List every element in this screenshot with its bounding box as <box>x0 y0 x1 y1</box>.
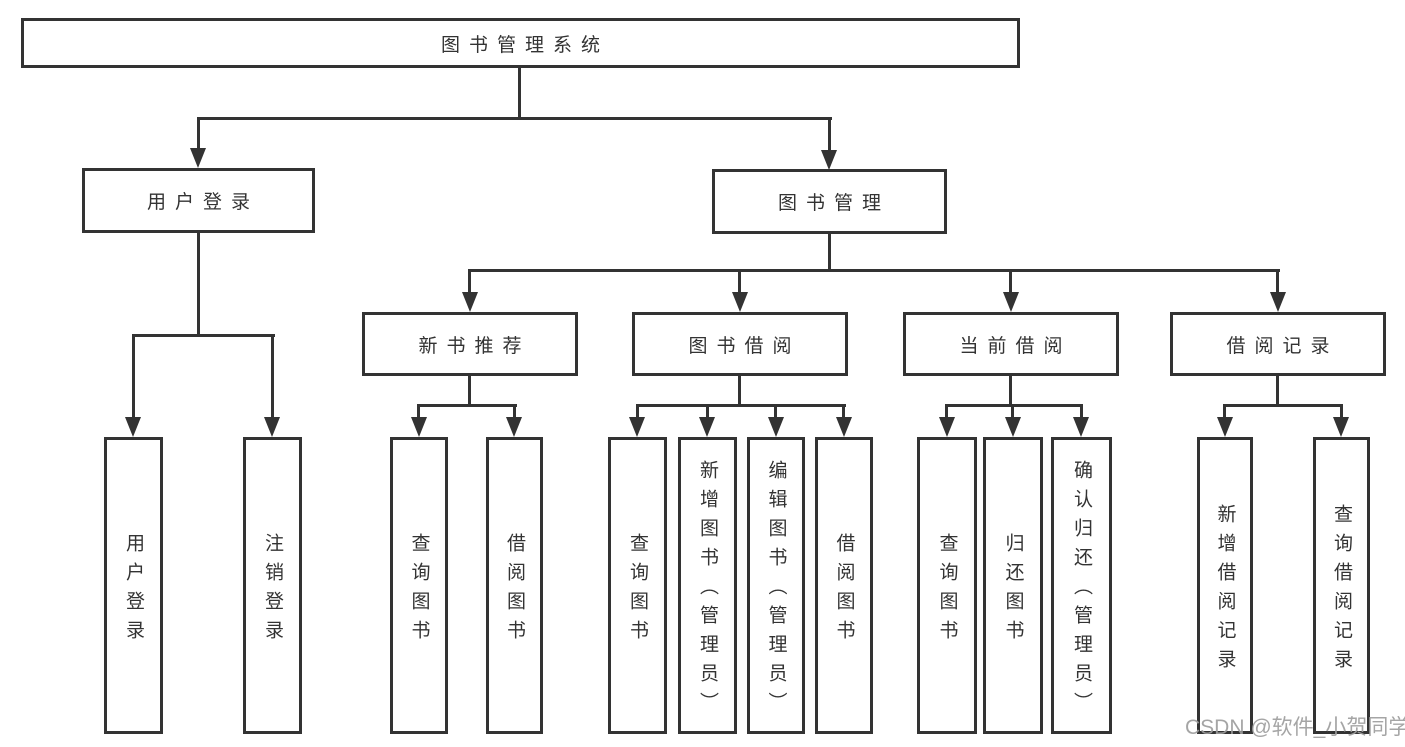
leaf-return-books-label: 归还图书 <box>1002 532 1024 649</box>
arrow-down-icon <box>836 417 852 437</box>
arrow-down-icon <box>1003 292 1019 312</box>
arrow-down-icon <box>939 417 955 437</box>
connector-drop-leaf <box>1011 404 1014 418</box>
leaf-query-books-current: 查询图书 <box>917 437 977 734</box>
leaf-return-books: 归还图书 <box>983 437 1043 734</box>
node-user-login: 用户登录 <box>82 168 315 233</box>
connector-drop-user-login <box>197 117 200 149</box>
connector-drop-leaf <box>513 404 516 418</box>
connector-current-trunk <box>1009 376 1012 406</box>
connector-book-mgmt-bar <box>468 269 1280 272</box>
connector-drop-login-leaf <box>132 334 135 417</box>
connector-drop-leaf <box>636 404 639 418</box>
connector-book-borrow-trunk <box>738 376 741 406</box>
node-book-management: 图书管理 <box>712 169 947 234</box>
node-borrowing-records-label: 借阅记录 <box>1226 335 1339 357</box>
arrow-down-icon <box>125 417 141 437</box>
node-user-login-label: 用户登录 <box>146 192 259 213</box>
connector-book-mgmt-trunk <box>828 233 831 272</box>
leaf-query-books-recommend-label: 查询图书 <box>408 532 430 649</box>
connector-drop-leaf <box>1080 404 1083 418</box>
leaf-logout-label: 注销登录 <box>262 532 283 649</box>
leaf-add-books-admin: 新增图书（管理员） <box>678 437 737 734</box>
connector-drop-book-borrow <box>738 269 741 294</box>
connector-book-borrow-bar <box>636 404 846 407</box>
leaf-confirm-return-admin: 确认归还（管理员） <box>1051 437 1112 734</box>
leaf-confirm-return-admin-label: 确认归还（管理员） <box>1071 460 1092 721</box>
connector-drop-leaf <box>417 404 420 418</box>
leaf-add-borrow-record: 新增借阅记录 <box>1197 437 1253 734</box>
leaf-user-login: 用户登录 <box>104 437 163 734</box>
node-root: 图书管理系统 <box>21 18 1020 68</box>
node-borrowing-records: 借阅记录 <box>1170 312 1386 376</box>
connector-drop-leaf <box>774 404 777 418</box>
connector-drop-leaf <box>945 404 948 418</box>
connector-drop-current-borrow <box>1009 269 1012 294</box>
node-book-borrowing-label: 图书借阅 <box>688 335 801 357</box>
arrow-down-icon <box>462 292 478 312</box>
leaf-add-borrow-record-label: 新增借阅记录 <box>1214 503 1236 678</box>
arrow-down-icon <box>732 292 748 312</box>
node-current-borrowing: 当前借阅 <box>903 312 1119 376</box>
arrow-down-icon <box>506 417 522 437</box>
arrow-down-icon <box>768 417 784 437</box>
connector-new-rec-trunk <box>468 376 471 406</box>
node-book-management-label: 图书管理 <box>777 193 890 214</box>
connector-drop-leaf <box>706 404 709 418</box>
connector-records-trunk <box>1276 376 1279 406</box>
leaf-borrow-books-recommend-label: 借阅图书 <box>504 532 525 649</box>
connector-new-rec-bar <box>417 404 517 407</box>
leaf-logout: 注销登录 <box>243 437 302 734</box>
connector-user-login-trunk <box>197 232 200 337</box>
leaf-query-books-borrowing: 查询图书 <box>608 437 667 734</box>
leaf-query-borrow-record: 查询借阅记录 <box>1313 437 1370 734</box>
arrow-down-icon <box>1217 417 1233 437</box>
leaf-query-borrow-record-label: 查询借阅记录 <box>1331 503 1352 678</box>
leaf-borrow-books-borrowing: 借阅图书 <box>815 437 873 734</box>
connector-root-bar <box>197 117 832 120</box>
node-root-label: 图书管理系统 <box>440 34 609 56</box>
node-current-borrowing-label: 当前借阅 <box>959 335 1072 357</box>
connector-user-login-bar <box>132 334 275 337</box>
connector-drop-leaf <box>1340 404 1343 418</box>
arrow-down-icon <box>821 150 837 170</box>
node-new-book-recommend-label: 新书推荐 <box>418 335 531 357</box>
leaf-edit-books-admin: 编辑图书（管理员） <box>747 437 805 734</box>
arrow-down-icon <box>1005 417 1021 437</box>
arrow-down-icon <box>190 148 206 168</box>
node-book-borrowing: 图书借阅 <box>632 312 848 376</box>
connector-drop-borrow-records <box>1276 269 1279 294</box>
leaf-user-login-label: 用户登录 <box>123 532 144 649</box>
arrow-down-icon <box>699 417 715 437</box>
leaf-edit-books-admin-label: 编辑图书（管理员） <box>765 460 787 721</box>
arrow-down-icon <box>629 417 645 437</box>
connector-records-bar <box>1223 404 1343 407</box>
leaf-query-books-current-label: 查询图书 <box>936 532 958 649</box>
arrow-down-icon <box>411 417 427 437</box>
leaf-query-books-borrowing-label: 查询图书 <box>627 532 648 649</box>
connector-drop-leaf <box>1223 404 1226 418</box>
leaf-borrow-books-borrowing-label: 借阅图书 <box>833 532 855 649</box>
connector-current-bar <box>945 404 1083 407</box>
connector-drop-leaf <box>842 404 845 418</box>
connector-drop-logout-leaf <box>271 334 274 417</box>
connector-drop-new-rec <box>468 269 471 294</box>
arrow-down-icon <box>1073 417 1089 437</box>
leaf-borrow-books-recommend: 借阅图书 <box>486 437 543 734</box>
arrow-down-icon <box>264 417 280 437</box>
leaf-query-books-recommend: 查询图书 <box>390 437 448 734</box>
connector-root-trunk <box>518 68 521 120</box>
arrow-down-icon <box>1270 292 1286 312</box>
arrow-down-icon <box>1333 417 1349 437</box>
connector-drop-book-management <box>828 117 831 151</box>
leaf-add-books-admin-label: 新增图书（管理员） <box>697 460 718 721</box>
csdn-watermark: CSDN @软件_小贺同学 <box>1185 716 1405 739</box>
node-new-book-recommend: 新书推荐 <box>362 312 578 376</box>
